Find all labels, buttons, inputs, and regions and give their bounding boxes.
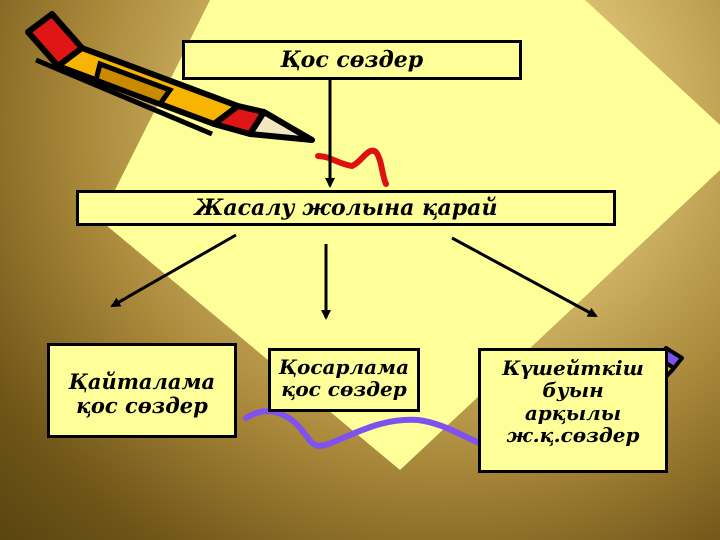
leaf-line: Қосарлама [278,355,410,379]
root-box: Қос сөздер [182,40,522,80]
leaf-line: арқылы [524,400,622,425]
root-label: Қос сөздер [280,47,424,73]
leaf-box-repeated: Қайталама қос сөздер [47,343,237,438]
leaf-line: ж.қ.сөздер [506,423,640,448]
red-scribble [315,147,389,187]
leaf-line: Қайталама [68,369,216,394]
branch-box: Жасалу жолына қарай [76,190,616,226]
arrow-branch-to-left [110,233,237,308]
pencil-icon [25,11,315,143]
leaf-line: Күшейткіш [502,356,644,380]
leaf-box-paired: Қосарлама қос сөздер [268,348,420,412]
arrow-branch-to-right [451,236,598,318]
leaf-line: қос сөздер [281,377,407,402]
leaf-line: қос сөздер [76,392,208,418]
leaf-line: буын [542,378,604,403]
leaf-box-intensifier: Күшейткіш буын арқылы ж.қ.сөздер [478,348,668,473]
branch-label: Жасалу жолына қарай [194,195,498,221]
